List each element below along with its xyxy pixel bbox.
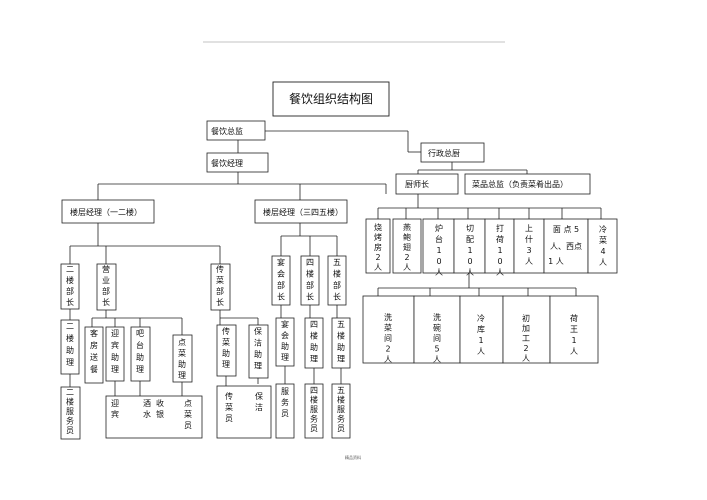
k-roast-box [365,218,391,274]
runner-label: 传菜员 [225,391,233,423]
director-label: 餐饮总监 [211,126,243,136]
footer-text: 精品资料 [345,454,361,460]
k-noodle-line3: 1 人 [548,257,564,266]
quality-box [464,173,591,195]
chef-admin-box [420,142,485,163]
f4-head-label: 四楼部长 [306,258,314,302]
k-prep-box [502,295,551,364]
k-noodle-line2: 人、西点 [550,242,582,251]
banquet-asst-box [275,317,295,367]
sales-head-box [96,263,117,311]
k-cold-box [587,218,618,274]
sales-head-label: 营业部长 [102,264,110,307]
f5-asst-label: 五楼助理 [337,320,345,364]
f2-staff-label: 二楼服务员 [66,388,74,435]
runner-asst-box [216,324,237,377]
banquet-asst-label: 宴会助理 [281,319,289,362]
floor12-label: 楼层经理（一二楼） [70,207,142,217]
quality-label: 菜品总监（负责菜肴出品） [472,179,568,189]
runner-head-label: 传菜部长 [216,264,224,307]
room-service-box [84,326,104,384]
head-chef-box [395,173,459,195]
f2-asst-label: 二楼助理 [66,322,74,367]
banquet-staff-box [275,383,295,439]
f5-staff-box [331,383,351,439]
greeter-asst-box [105,326,125,382]
director-box [206,120,266,141]
f2-staff-box [60,386,81,440]
f4-staff-label: 四楼服务员 [310,386,318,433]
f2-head-box [60,263,80,310]
clean-asst-label: 保洁助理 [254,326,262,371]
wine-label: 酒水 [143,399,151,419]
f5-head-label: 五楼部长 [333,258,341,302]
k-veg-box [362,295,415,364]
title-box [272,81,390,117]
greeter-asst-label: 迎宾助理 [111,328,119,374]
f4-staff-box [304,383,324,439]
f2-head-label: 二楼部长 [66,265,74,307]
k-noodle-box [543,218,589,274]
f4-asst-box [304,317,324,369]
banquet-head-label: 宴会部长 [277,257,285,302]
greeter-group-box [105,395,203,439]
f5-staff-label: 五楼服务员 [337,386,345,433]
k-serve-box [513,218,545,274]
vertical-boxes: 二楼部长 营业部长 传菜部长 二楼助理 二楼服务员 客房送餐 迎宾助理 吧台助理… [60,218,618,440]
manager-box [206,152,269,173]
order-asst-box [172,334,193,383]
k-dish-box [413,295,461,364]
f5-asst-box [331,317,351,369]
clean-asst-box [248,324,269,379]
room-service-label: 客房送餐 [90,328,98,374]
k-abalone-box [392,218,422,274]
f5-head-box [327,255,347,306]
bar-asst-label: 吧台助理 [136,329,144,374]
cleaner-label: 保洁 [255,391,263,412]
f2-asst-box [60,319,80,375]
runner-head-box [210,263,231,311]
chef-admin-label: 行政总厨 [428,148,460,158]
k-store-box [459,295,504,364]
floor345-box [254,199,348,224]
floor345-label: 楼层经理（三四五楼） [263,207,343,217]
runner-asst-label: 传菜助理 [222,326,230,369]
f4-head-box [300,255,320,306]
k-stove-box [422,218,455,274]
floor12-box [61,199,155,224]
greeter-label: 迎宾 [111,398,119,419]
f4-asst-label: 四楼助理 [310,320,318,364]
banquet-head-box [271,255,291,306]
head-chef-label: 厨师长 [405,179,429,189]
order-asst-label: 点菜助理 [178,338,186,380]
k-noodle-line1: 面 点 5 [553,225,579,234]
connectors [69,130,602,396]
order-staff-label: 点菜员 [184,399,192,430]
top-level-boxes: 餐饮总监 餐饮经理 行政总厨 厨师长 菜品总监（负责菜肴出品） 楼层经理（一二楼… [61,120,591,224]
k-lotus-box [484,218,515,274]
cashier-label: 收银 [156,398,164,419]
bar-asst-box [130,326,151,382]
k-lotus-king-box [549,295,599,364]
chart-title: 餐饮组织结构图 [289,91,373,106]
manager-label: 餐饮经理 [211,158,243,168]
banquet-staff-label: 服务员 [281,387,289,418]
runner-clean-box [216,385,272,439]
